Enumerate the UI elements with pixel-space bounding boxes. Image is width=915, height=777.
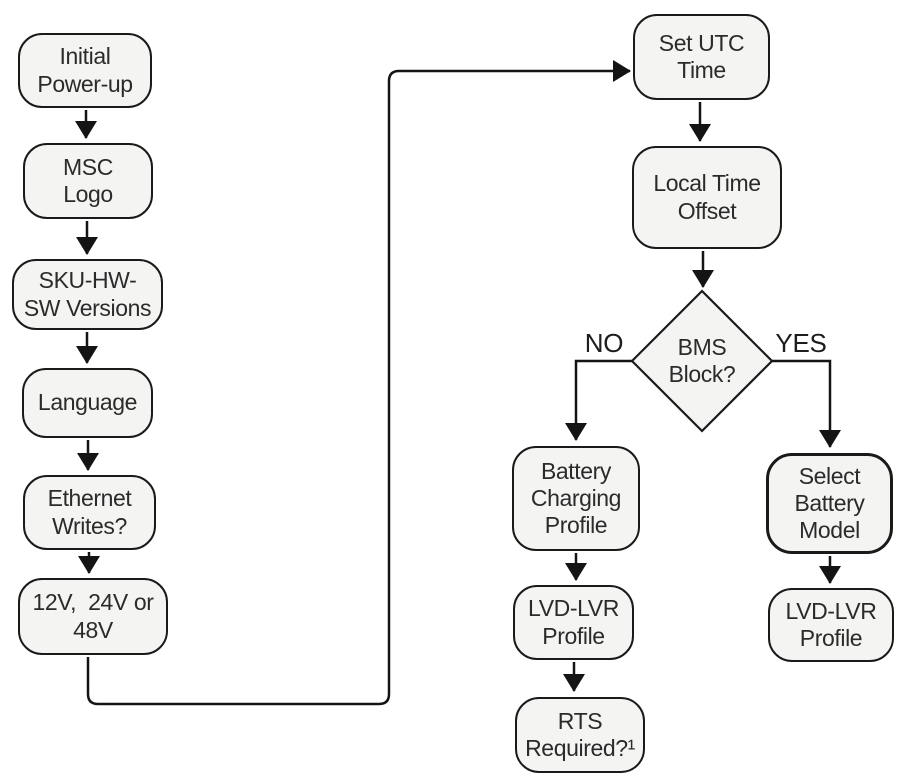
node-msc-logo: MSC Logo: [23, 143, 153, 219]
branch-label-yes: YES: [775, 328, 827, 358]
node-voltage-selection: 12V, 24V or 48V: [18, 578, 168, 655]
node-set-utc-time: Set UTC Time: [633, 14, 770, 100]
branch-label-no: NO: [584, 328, 624, 358]
node-rts-required: RTS Required?¹: [515, 697, 645, 773]
node-initial-power-up: Initial Power-up: [18, 33, 152, 108]
edge-voltage-to-set-utc: [86, 60, 631, 706]
node-lvd-lvr-profile-no: LVD-LVR Profile: [513, 585, 634, 660]
edge-decision-yes-branch: [772, 359, 841, 448]
node-lvd-lvr-profile-yes: LVD-LVR Profile: [768, 588, 894, 662]
decision-diamond-shape: [630, 289, 774, 433]
decision-bms-block-label: BMS Block?: [668, 333, 736, 387]
node-battery-charging-profile: Battery Charging Profile: [512, 446, 640, 551]
node-language: Language: [22, 368, 153, 438]
node-local-time-offset: Local Time Offset: [632, 146, 782, 249]
node-sku-hw-sw-versions: SKU-HW- SW Versions: [12, 259, 163, 330]
edge-decision-no-branch: [565, 359, 632, 441]
node-ethernet-writes: Ethernet Writes?: [23, 475, 156, 550]
node-select-battery-model: Select Battery Model: [766, 453, 893, 554]
